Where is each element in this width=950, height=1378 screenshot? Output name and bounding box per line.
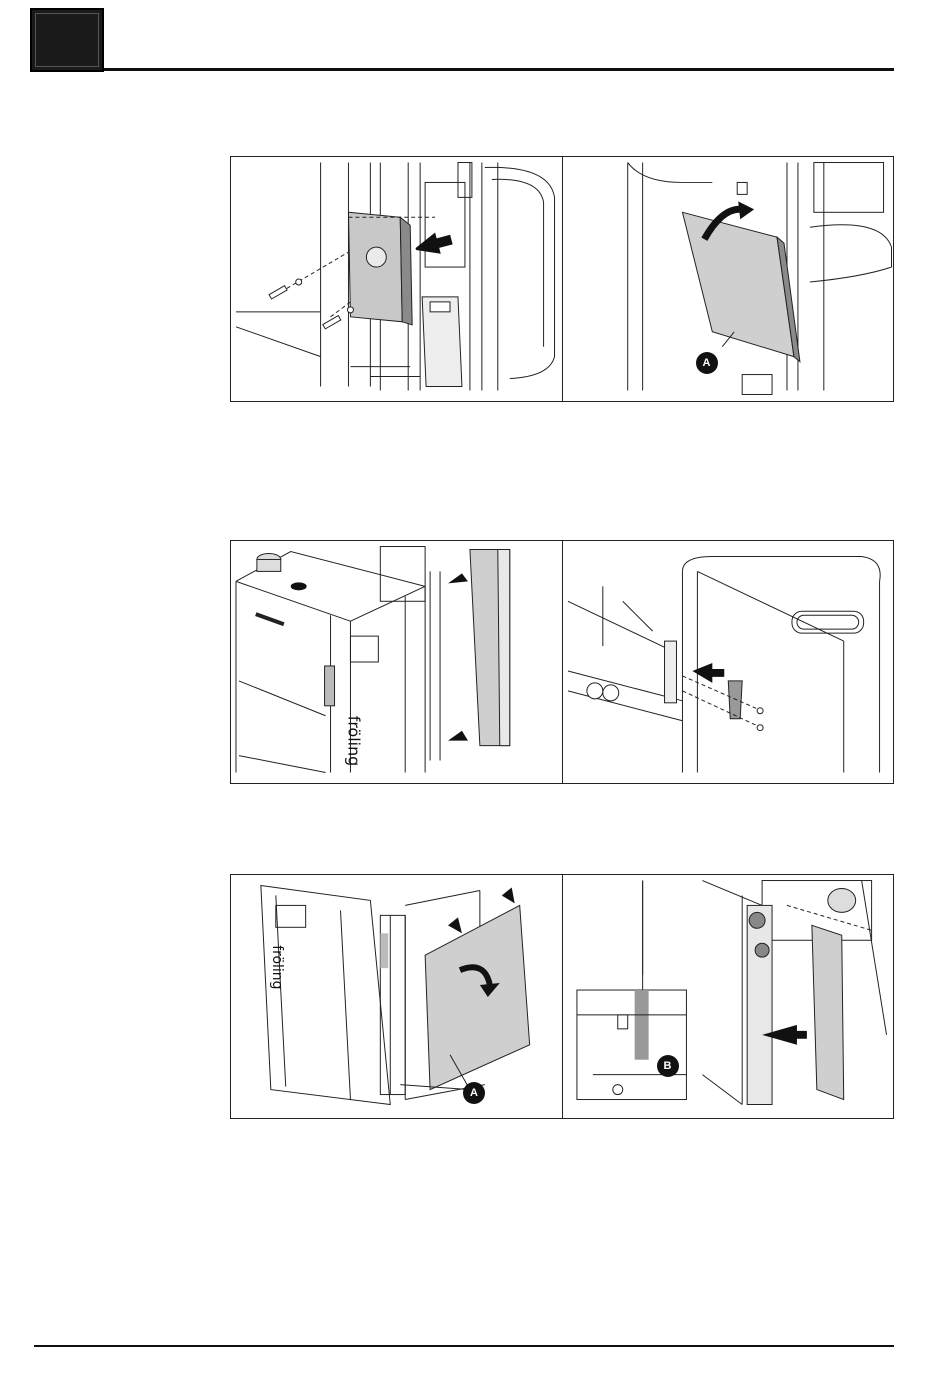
figure-3: fröling A	[230, 874, 894, 1119]
footer-rule	[34, 1345, 894, 1347]
detail-inset	[576, 990, 686, 1100]
front-cover-removal-illustration: fröling	[231, 875, 562, 1118]
figure-1-panel-left	[231, 157, 562, 401]
header-rule	[104, 68, 894, 71]
brand-logo: fröling	[344, 716, 363, 767]
front-panel-hinge-illustration	[563, 157, 894, 401]
callout-a: A	[696, 352, 718, 374]
figure-1-panel-right: A	[562, 157, 894, 401]
cover-plate-insert-illustration	[231, 157, 562, 401]
figure-3-panel-left: fröling A	[231, 875, 562, 1118]
figure-3-panel-right: B	[562, 875, 894, 1118]
figure-2-panel-right	[562, 541, 894, 783]
side-cover-removal-illustration	[563, 875, 894, 1118]
brand-logo: fröling	[269, 945, 285, 989]
figure-1: A	[230, 156, 894, 402]
side-panel-removal-illustration: fröling	[231, 541, 562, 783]
chapter-marker-block	[30, 8, 104, 72]
figure-2: fröling	[230, 540, 894, 784]
figure-2-panel-left: fröling	[231, 541, 562, 783]
callout-b: B	[657, 1055, 679, 1077]
hinge-bracket-illustration	[563, 541, 894, 783]
callout-a: A	[463, 1082, 485, 1104]
